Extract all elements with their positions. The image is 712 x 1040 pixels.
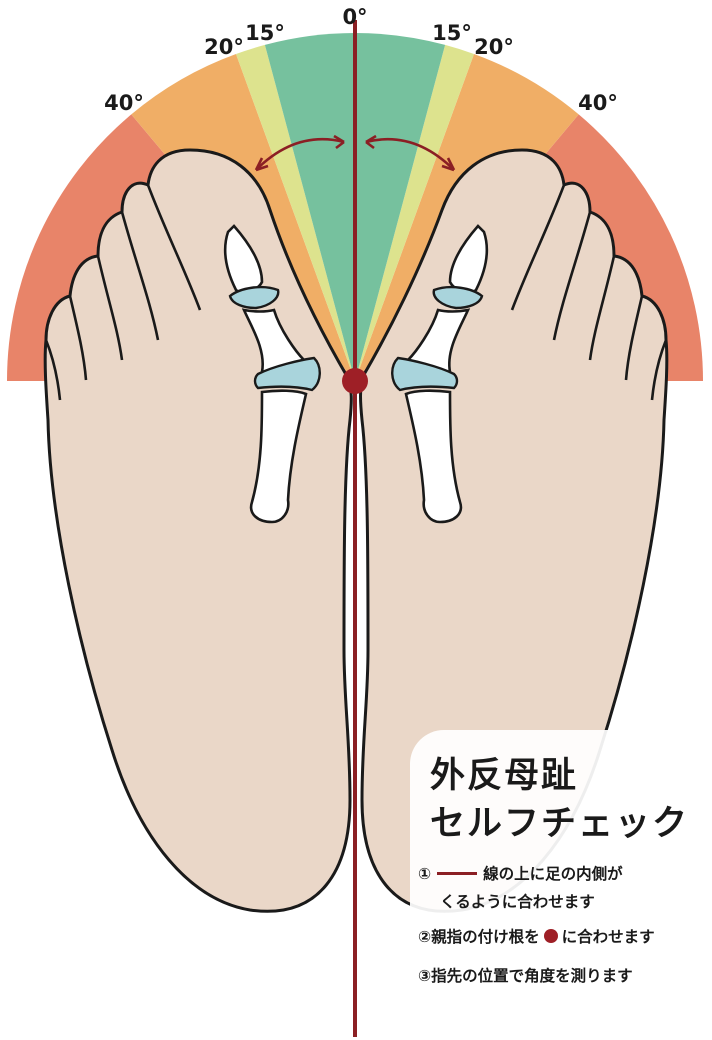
step-3: ③指先の位置で角度を測ります (418, 964, 633, 986)
step-1-number: ① (418, 865, 431, 883)
step-2-text-a: ②親指の付け根を (418, 928, 540, 946)
step-1-text-a: 線の上に足の内側が (483, 865, 623, 883)
panel-title-line2: セルフチェック (430, 800, 689, 848)
angle-label-right-20: 20° (474, 35, 514, 59)
step-2-text-b: に合わせます (562, 928, 655, 946)
line-sample-icon (437, 872, 477, 875)
angle-label-left-15: 15° (245, 21, 285, 45)
marker-dot-sample-icon (544, 929, 558, 943)
step-1-text-b: くるように合わせます (440, 890, 595, 912)
step-1-line-a: ① 線の上に足の内側が (418, 862, 623, 884)
step-2: ②親指の付け根を に合わせます (418, 925, 655, 947)
angle-label-right-40: 40° (578, 91, 618, 115)
angle-label-right-15: 15° (432, 21, 472, 45)
panel-title-line1: 外反母趾 (430, 752, 689, 800)
angle-label-left-20: 20° (204, 35, 244, 59)
angle-label-left-40: 40° (104, 91, 144, 115)
marker-dot-icon (342, 368, 368, 394)
panel-title: 外反母趾 セルフチェック (430, 752, 689, 848)
angle-label-0: 0° (342, 5, 367, 29)
